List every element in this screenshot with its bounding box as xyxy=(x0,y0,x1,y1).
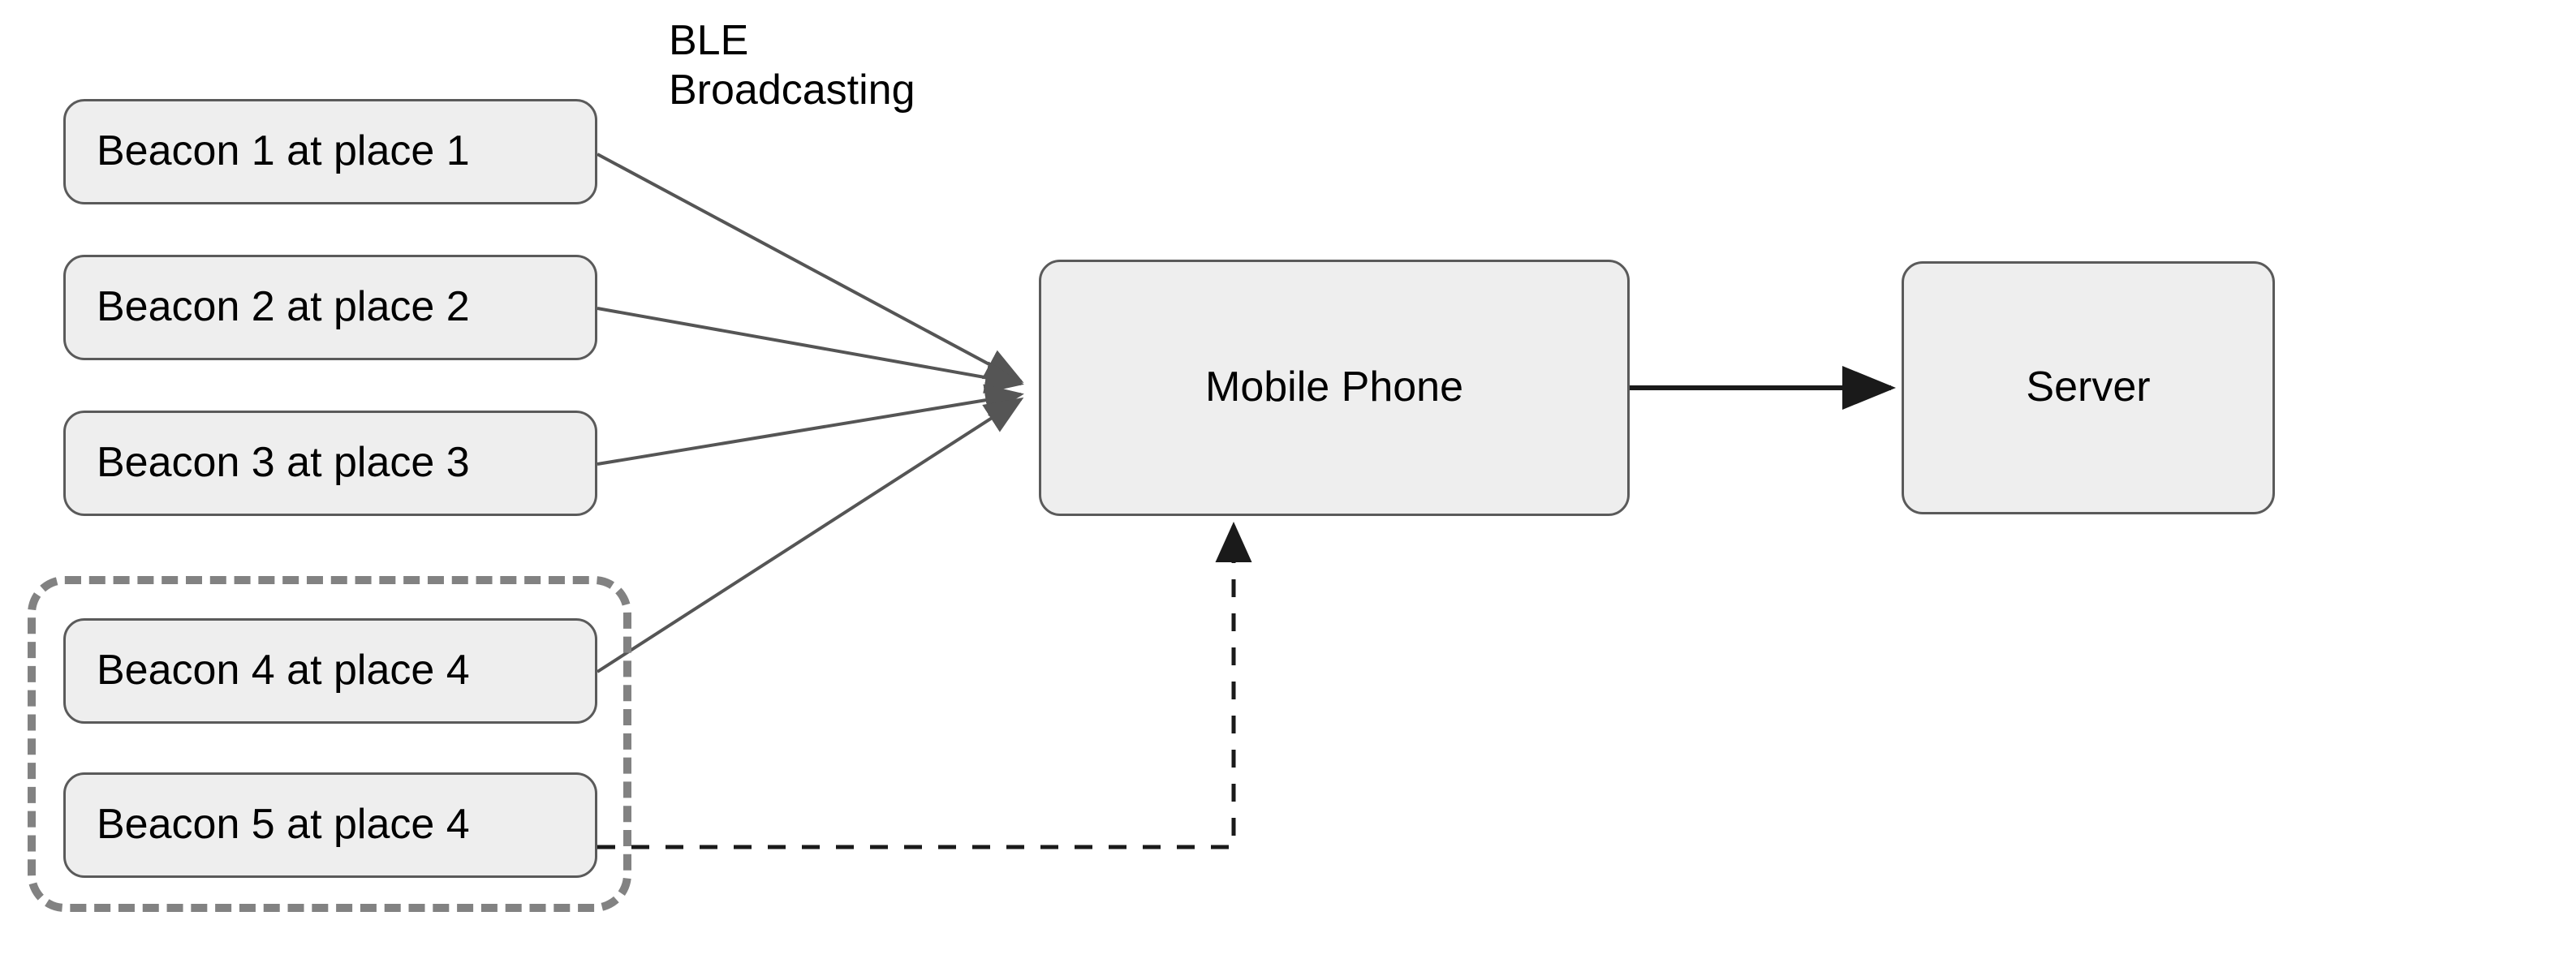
edge-beacon1-to-phone xyxy=(597,153,1024,383)
group-place4 xyxy=(28,576,631,912)
node-beacon-1[interactable]: Beacon 1 at place 1 xyxy=(63,99,597,204)
edge-beacon4-to-phone xyxy=(596,397,1024,673)
node-server[interactable]: Server xyxy=(1902,261,2275,514)
node-beacon-3[interactable]: Beacon 3 at place 3 xyxy=(63,411,597,516)
node-beacon-2-label: Beacon 2 at place 2 xyxy=(97,283,470,331)
node-beacon-2[interactable]: Beacon 2 at place 2 xyxy=(63,255,597,360)
edge-beacon2-to-phone xyxy=(597,307,1024,393)
node-mobile-phone[interactable]: Mobile Phone xyxy=(1039,260,1630,516)
node-mobile-phone-label: Mobile Phone xyxy=(1205,363,1463,411)
node-beacon-3-label: Beacon 3 at place 3 xyxy=(97,439,470,487)
node-beacon-1-label: Beacon 1 at place 1 xyxy=(97,127,470,175)
edge-beacon5-to-phone xyxy=(597,522,1252,849)
edge-label-ble-broadcasting: BLE Broadcasting xyxy=(669,17,915,114)
node-beacon-4-label: Beacon 4 at place 4 xyxy=(97,647,470,695)
edge-beacon3-to-phone xyxy=(597,384,1024,466)
node-beacon-4[interactable]: Beacon 4 at place 4 xyxy=(63,618,597,724)
node-beacon-5[interactable]: Beacon 5 at place 4 xyxy=(63,772,597,878)
node-server-label: Server xyxy=(2026,363,2151,411)
node-beacon-5-label: Beacon 5 at place 4 xyxy=(97,801,470,849)
